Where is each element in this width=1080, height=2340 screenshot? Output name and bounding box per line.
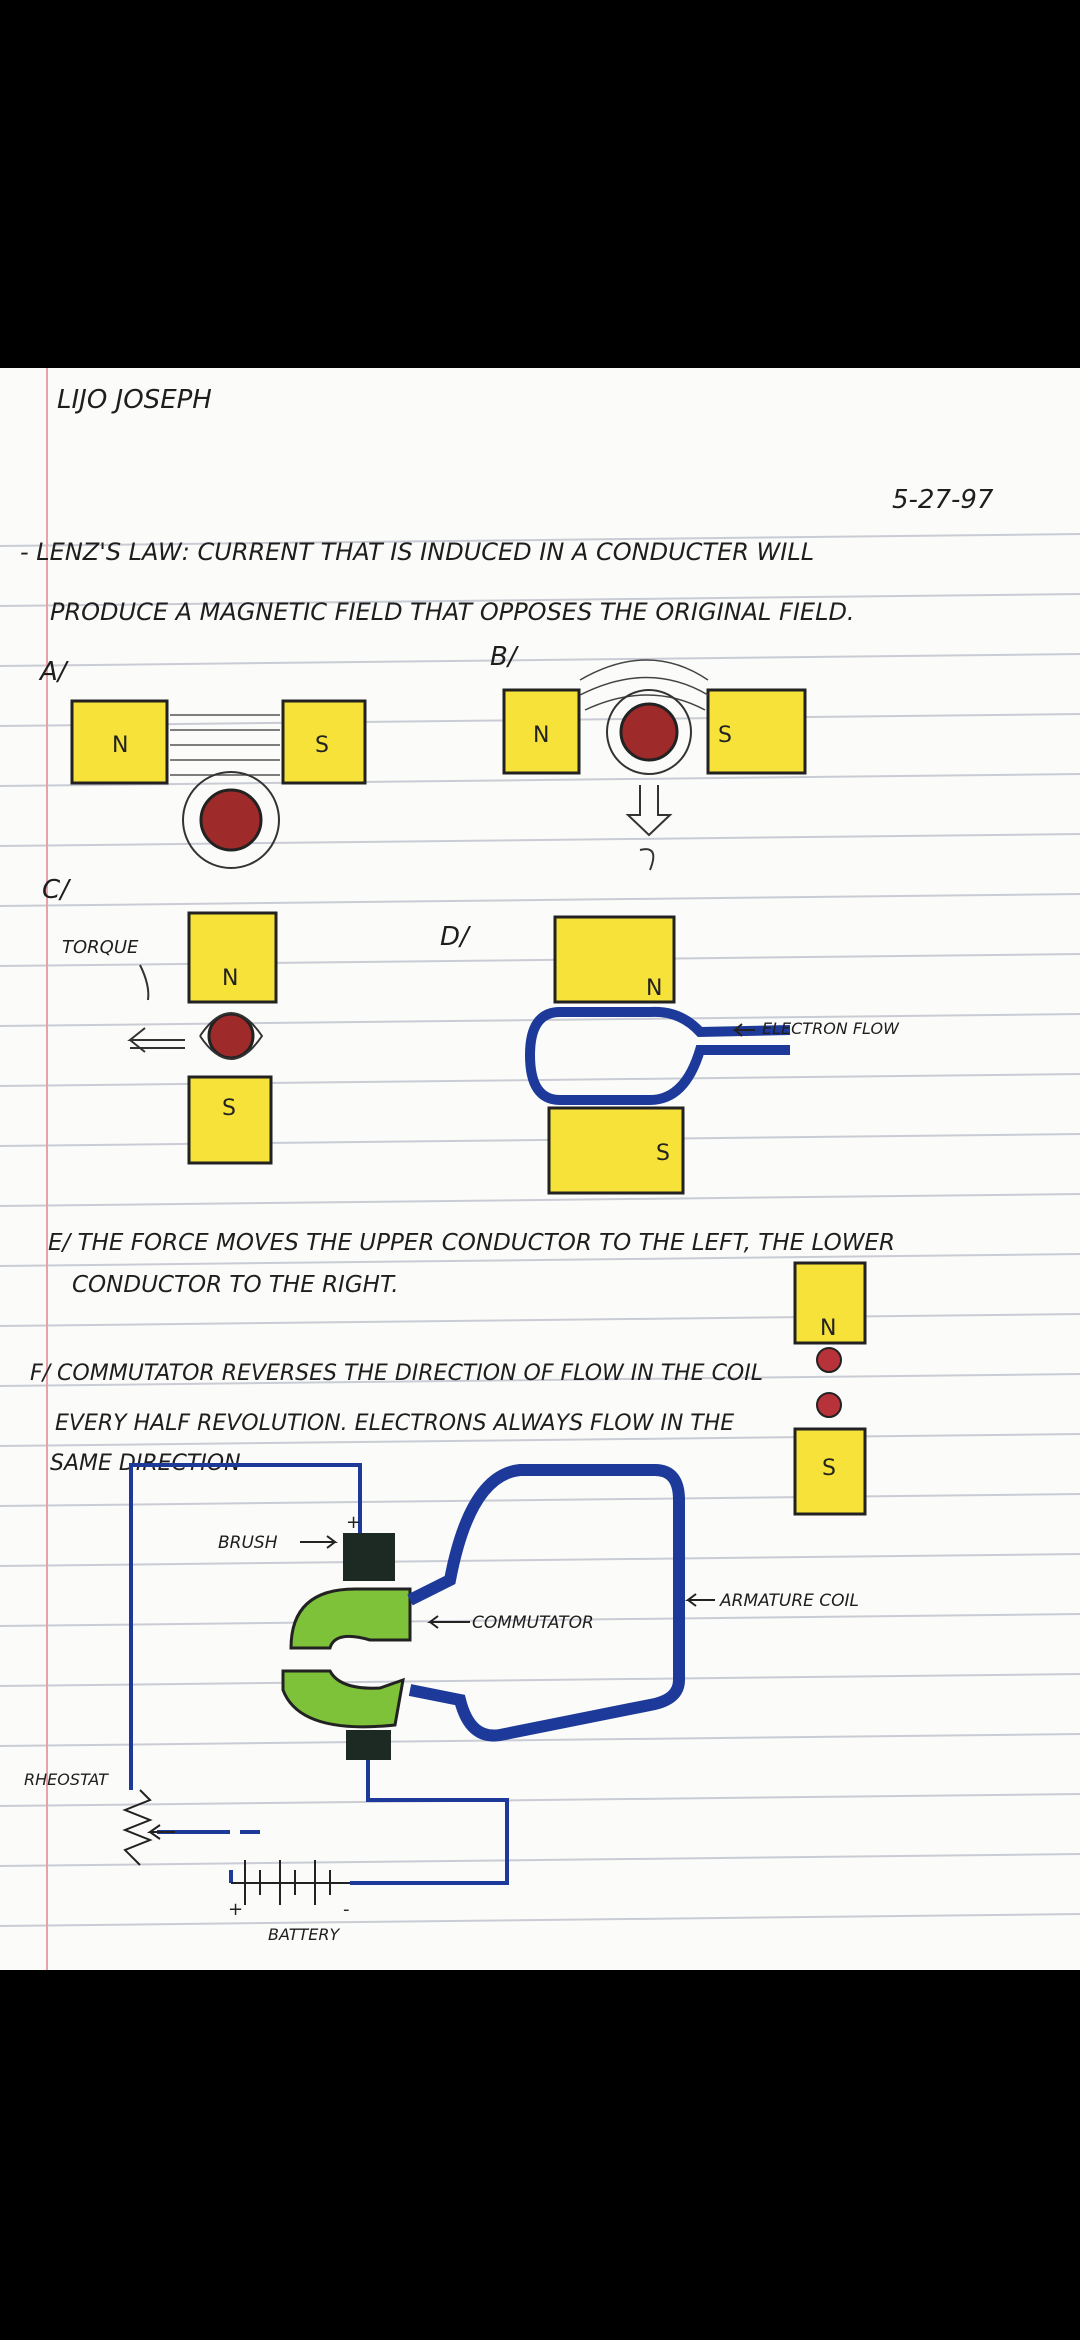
conductor-icon [816, 1347, 842, 1373]
north-label: N [112, 733, 128, 758]
label-d: D/ [440, 922, 472, 952]
ruled-line [0, 1793, 1080, 1807]
south-label: S [315, 733, 329, 758]
diagram-d: D/ N S ELECTRON FLOW [440, 915, 900, 1195]
ruled-line [0, 1193, 1080, 1207]
ruled-line [0, 1493, 1080, 1507]
ruled-line [0, 533, 1080, 547]
ruled-line [0, 833, 1080, 847]
ruled-line [0, 1733, 1080, 1747]
rheostat-icon [122, 1789, 153, 1866]
magnet-north [793, 1261, 867, 1345]
ruled-line [0, 1313, 1080, 1327]
magnet-south [547, 1106, 685, 1195]
north-label: N [820, 1316, 836, 1341]
field-loop [182, 771, 280, 869]
commutator-label: COMMUTATOR [472, 1613, 594, 1633]
south-label: S [822, 1456, 836, 1481]
commutator-lower [281, 1669, 405, 1729]
conductor-icon [816, 1392, 842, 1418]
label-b: B/ [490, 642, 520, 672]
magnet-south [793, 1427, 867, 1516]
armature-coil [407, 1464, 685, 1742]
ruled-line [0, 893, 1080, 907]
battery-icon [231, 1860, 350, 1905]
rheostat-label: RHEOSTAT [24, 1770, 109, 1789]
conductor-icon [199, 788, 263, 852]
conductor-icon [207, 1012, 255, 1060]
torque-label: TORQUE [62, 937, 139, 958]
ruled-line [0, 1613, 1080, 1627]
magnet-north [502, 688, 581, 775]
note-f-line-2: EVERY HALF REVOLUTION. ELECTRONS ALWAYS … [55, 1411, 734, 1436]
diagram-c: C/ TORQUE N S [42, 875, 278, 1165]
magnet-north [553, 915, 676, 1004]
ruled-line [0, 953, 1080, 967]
ruled-lines [0, 533, 1080, 1927]
lenz-line-1: - LENZ'S LAW: CURRENT THAT IS INDUCED IN… [20, 538, 814, 566]
diagram-b: B/ N S [490, 642, 807, 871]
brush-label: BRUSH [218, 1533, 278, 1553]
label-c: C/ [42, 875, 72, 905]
notebook-page [0, 368, 1080, 1970]
diagram-e-small: N S [793, 1261, 867, 1516]
magnet-south [187, 1075, 273, 1165]
battery-minus: - [343, 1899, 350, 1920]
coil-loop [524, 1006, 791, 1105]
ruled-line [0, 1253, 1080, 1267]
author-name: LIJO JOSEPH [57, 385, 212, 415]
rotation-icon [639, 848, 655, 871]
ruled-line [0, 1373, 1080, 1387]
north-label: N [222, 966, 238, 991]
date: 5-27-97 [892, 485, 994, 515]
electron-flow-label: ELECTRON FLOW [762, 1019, 900, 1038]
south-label: S [718, 723, 732, 748]
motor-diagram: + - BATTERY RHEOSTAT + BRUSH COMMUTATOR … [24, 1463, 859, 1944]
top-brush [343, 1533, 395, 1581]
ruled-line [0, 1073, 1080, 1087]
ruled-line [0, 1673, 1080, 1687]
ruled-line [0, 1553, 1080, 1567]
magnet-south [281, 699, 367, 785]
armature-coil-label: ARMATURE COIL [719, 1591, 859, 1611]
north-label: N [646, 976, 662, 1001]
ruled-line [0, 773, 1080, 787]
ruled-line [0, 1133, 1080, 1147]
magnet-north [70, 699, 169, 785]
diagram-a: A/ N S [38, 657, 367, 869]
arrow-down-icon [625, 785, 673, 837]
note-e-line-2: CONDUCTOR TO THE RIGHT. [72, 1272, 399, 1298]
plus-label: + [346, 1512, 361, 1533]
ruled-line [0, 593, 1080, 607]
arrow-left-icon [732, 1023, 755, 1037]
battery-plus: + [228, 1899, 243, 1920]
ruled-line [0, 653, 1080, 667]
note-f-line-1: F/ COMMUTATOR REVERSES THE DIRECTION OF … [30, 1361, 763, 1386]
ruled-line [0, 1433, 1080, 1447]
note-e-line-1: E/ THE FORCE MOVES THE UPPER CONDUCTOR T… [48, 1230, 895, 1256]
battery-label: BATTERY [268, 1925, 341, 1944]
bottom-brush [346, 1730, 391, 1760]
south-label: S [222, 1096, 236, 1121]
wire [129, 1463, 362, 1790]
commutator-upper [289, 1587, 412, 1650]
lenz-line-2: PRODUCE A MAGNETIC FIELD THAT OPPOSES TH… [50, 598, 855, 626]
north-label: N [533, 723, 549, 748]
ruled-line [0, 1913, 1080, 1927]
south-label: S [656, 1141, 670, 1166]
ruled-line [0, 1853, 1080, 1867]
arrow-left-icon [127, 1027, 185, 1053]
conductor-icon [619, 702, 679, 762]
magnet-north [187, 911, 278, 1004]
magnet-south [706, 688, 807, 775]
label-a: A/ [38, 657, 70, 687]
arrow-icon [139, 964, 150, 1001]
